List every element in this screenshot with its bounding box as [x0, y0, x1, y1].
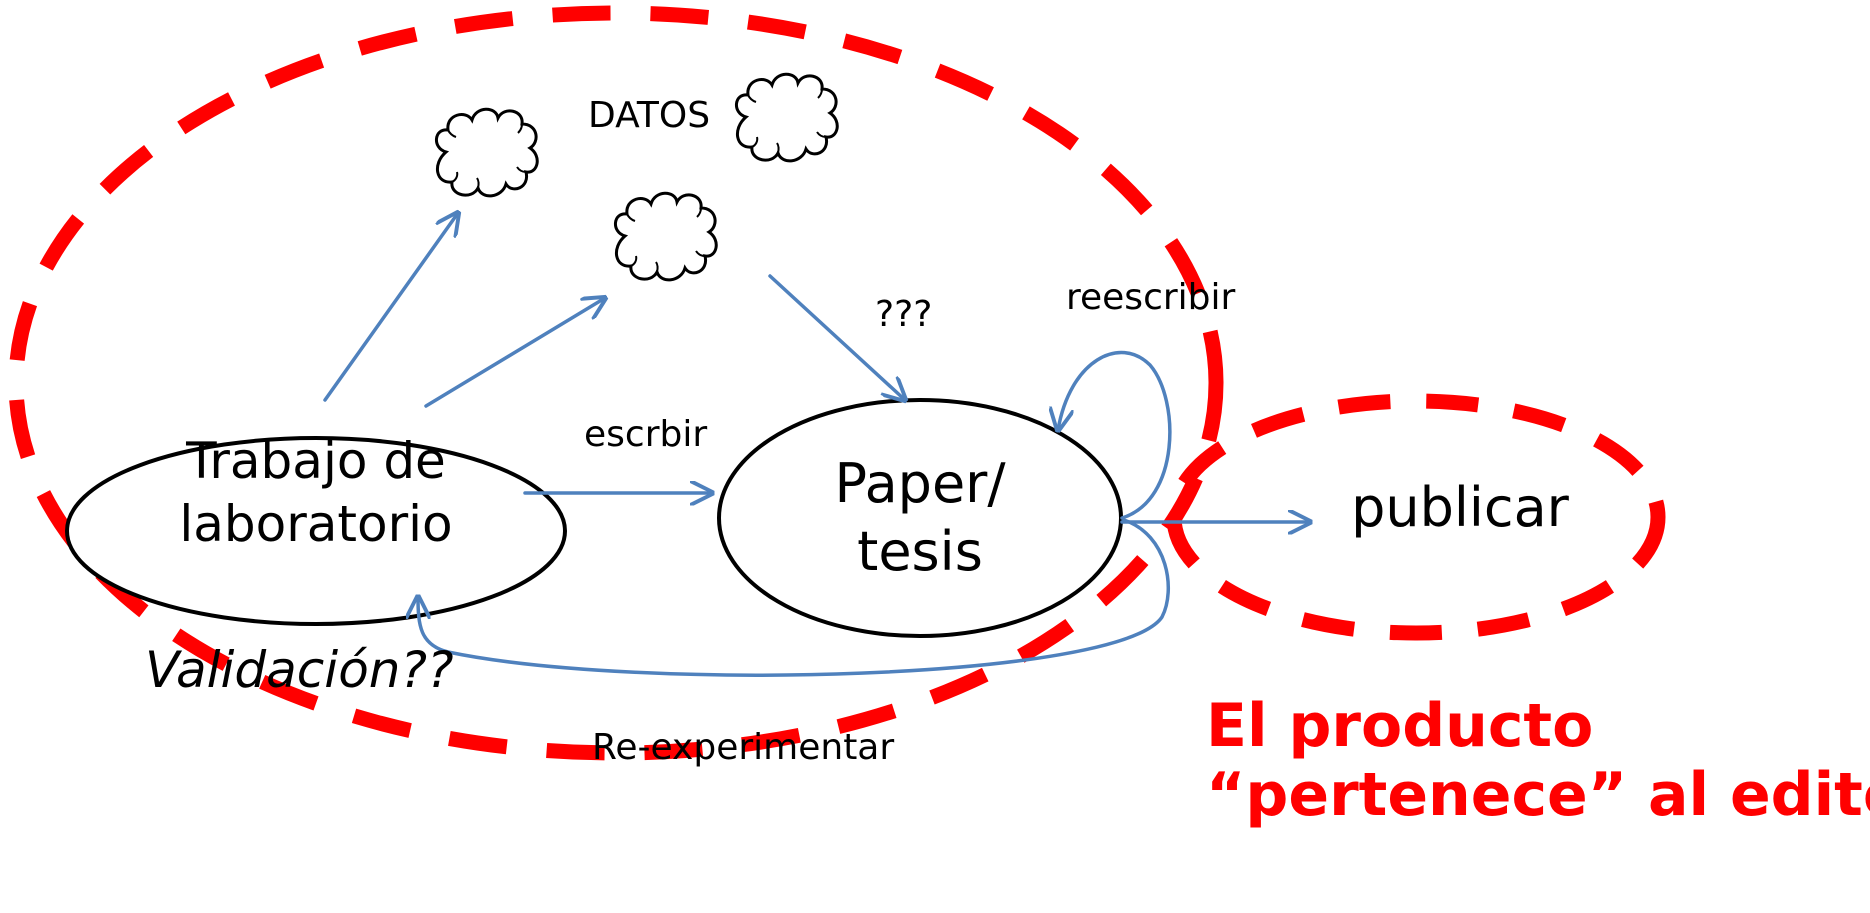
- rewrite-loop-arrow: [1058, 350, 1172, 520]
- ownership-note: El producto “pertenece” al editor: [1206, 692, 1870, 830]
- paper-thesis-line-1: Paper/: [834, 452, 1006, 515]
- publisher-scope-boundary: [1166, 393, 1666, 641]
- publish-text: publicar: [1351, 476, 1569, 539]
- datos-label: DATOS: [588, 95, 711, 136]
- unknown-step-label: ???: [875, 294, 933, 335]
- data-cloud-icon: [613, 191, 718, 282]
- data-cloud-icon: [734, 72, 839, 163]
- ownership-note-line-2: “pertenece” al editor: [1206, 760, 1870, 830]
- rewrite-label: reescribir: [1066, 277, 1236, 318]
- lab-to-data-arrow-2: [424, 298, 605, 408]
- lab-work-node: [65, 436, 567, 626]
- data-cloud-icon: [434, 107, 539, 198]
- ownership-note-line-1: El producto: [1206, 691, 1594, 761]
- re-experiment-arrow: [418, 518, 1170, 677]
- data-to-paper-arrow: [768, 274, 905, 400]
- lab-to-data-arrow: [323, 213, 458, 402]
- lab-work-text: Trabajo de laboratorio: [110, 430, 522, 555]
- re-experiment-label: Re-experimentar: [592, 727, 895, 768]
- validation-label: Validación??: [145, 641, 454, 699]
- lab-work-line-1: Trabajo de: [186, 432, 446, 490]
- write-label: escrbir: [584, 414, 708, 455]
- paper-thesis-text: Paper/ tesis: [770, 450, 1070, 585]
- research-scope-boundary: [8, 5, 1224, 761]
- lab-work-line-2: laboratorio: [179, 494, 453, 553]
- paper-thesis-line-2: tesis: [857, 519, 983, 583]
